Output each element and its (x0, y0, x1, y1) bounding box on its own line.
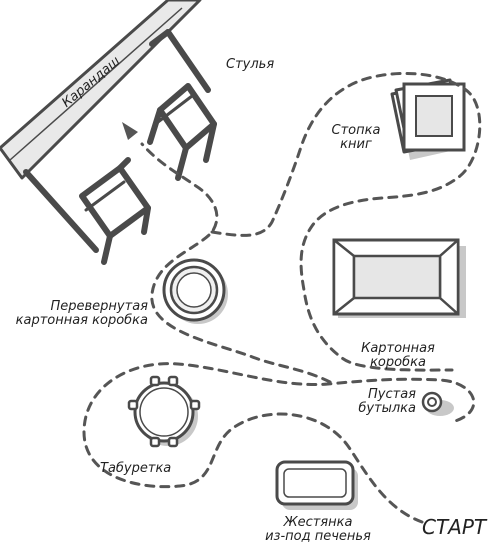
table-edge (0, 0, 202, 180)
label-books-line1: Стопка (331, 123, 381, 138)
label-tin: Жестянка из-под печенья (258, 516, 378, 544)
label-books: Стопка книг (324, 124, 388, 152)
flipped-box (162, 258, 228, 324)
label-start: СТАРТ (422, 515, 487, 539)
label-tin-line2: из-под печенья (265, 529, 371, 544)
chairs-group (23, 29, 217, 265)
label-box-line2: коробка (370, 355, 426, 370)
label-box-line1: Картонная (361, 341, 435, 356)
label-box: Картонная коробка (336, 342, 460, 370)
label-flipped-box-line2: картонная коробка (15, 313, 148, 328)
label-books-line2: книг (340, 137, 372, 152)
book-stack (390, 78, 466, 160)
dashed-route (82, 72, 482, 524)
label-flipped-box: Перевернутая картонная коробка (4, 300, 148, 328)
cookie-tin (275, 460, 358, 510)
chair-lower (23, 157, 151, 265)
label-bottle-line1: Пустая (368, 387, 416, 402)
stool (127, 375, 201, 448)
label-bottle-line2: бутылка (358, 401, 416, 416)
label-tin-line1: Жестянка (283, 515, 353, 530)
empty-bottle (421, 391, 454, 416)
route-arrow-icon (122, 122, 138, 140)
label-bottle: Пустая бутылка (330, 388, 416, 416)
label-stool: Табуретка (100, 461, 172, 476)
chair-upper (147, 29, 217, 181)
cardboard-box (332, 238, 466, 318)
label-chairs: Стулья (226, 57, 275, 72)
label-flipped-box-line1: Перевернутая (50, 299, 149, 314)
